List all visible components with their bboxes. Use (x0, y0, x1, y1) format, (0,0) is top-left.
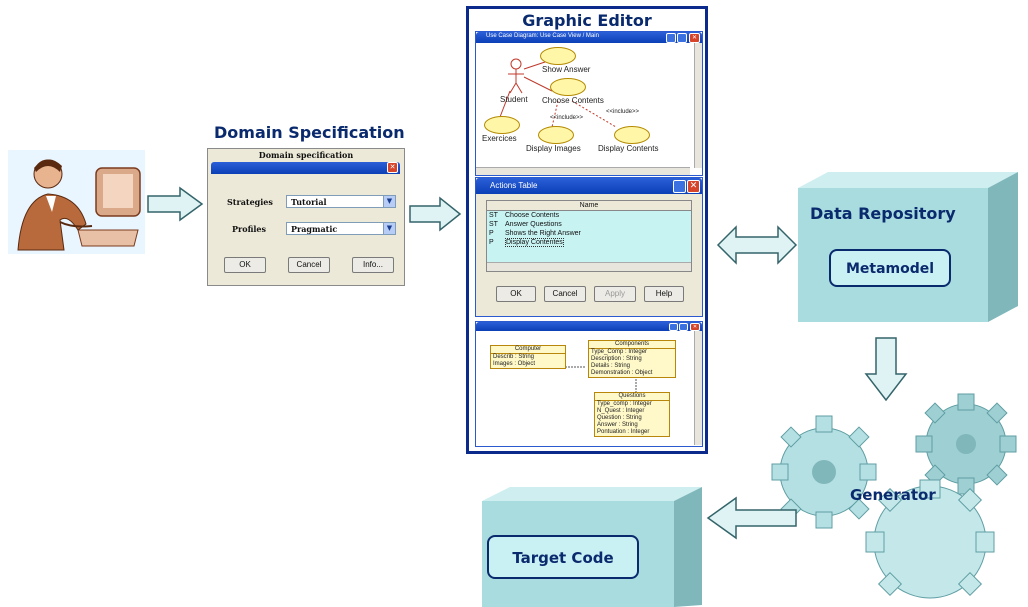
cancel-button[interactable]: Cancel (544, 286, 586, 302)
display-contents-label: Display Contents (598, 144, 659, 153)
chevron-down-icon[interactable]: ▼ (383, 196, 395, 207)
apply-button[interactable]: Apply (594, 286, 636, 302)
person-at-computer-icon (17, 159, 141, 251)
use-case-window: Use Case Diagram: Use Case View / Main ✕… (475, 31, 703, 176)
use-case-display-contents (614, 126, 650, 144)
student-label: Student (500, 95, 528, 104)
cancel-button[interactable]: Cancel (288, 257, 330, 273)
minimize-icon[interactable] (669, 323, 678, 331)
graphic-editor-panel: Graphic Editor Use Case Diagram: Use Cas… (466, 6, 708, 454)
generator-gears-icon (771, 393, 1017, 599)
minimize-icon[interactable] (666, 33, 676, 43)
info-button[interactable]: Info... (352, 257, 394, 273)
window-title: Use Case Diagram: Use Case View / Main (486, 33, 599, 39)
user-illustration (8, 150, 145, 254)
arrow-down (864, 337, 908, 402)
class-diagram-titlebar: ✕ (476, 322, 702, 331)
exercices-label: Exercices (482, 134, 517, 143)
help-icon[interactable] (673, 180, 686, 193)
chevron-down-icon[interactable]: ▼ (383, 223, 395, 234)
arrow-right-2 (409, 196, 462, 232)
choose-contents-label: Choose Contents (542, 96, 604, 105)
class-computer: Computer Describ : String Images : Objec… (490, 345, 566, 369)
data-repository-cube (798, 172, 1018, 322)
use-case-show-answer (540, 47, 576, 65)
target-code-box: Target Code (487, 535, 639, 579)
ok-button[interactable]: OK (496, 286, 536, 302)
horizontal-scrollbar[interactable] (476, 167, 690, 175)
use-case-exercices (484, 116, 520, 134)
arrow-right-1 (147, 186, 204, 222)
use-case-display-images (538, 126, 574, 144)
dialog-titlebar: ✕ (211, 162, 400, 174)
class-components: Components Type_Comp : Integer Descripti… (588, 340, 676, 378)
close-icon[interactable]: ✕ (687, 180, 700, 193)
generator-label: Generator (850, 486, 936, 504)
strategies-select[interactable]: Tutorial ▼ (286, 195, 396, 208)
include-label-2: <<include>> (606, 109, 640, 115)
ok-button[interactable]: OK (224, 257, 266, 273)
maximize-icon[interactable] (677, 33, 687, 43)
arrow-left (706, 496, 797, 540)
vertical-scrollbar[interactable] (694, 43, 702, 168)
data-repository-heading: Data Repository (810, 204, 956, 223)
actions-titlebar: Actions Table ✕ (476, 178, 702, 194)
column-header: Name (487, 201, 691, 211)
use-case-diagram (499, 58, 617, 128)
domain-spec-heading: Domain Specification (214, 123, 405, 142)
bidirectional-arrow (716, 225, 798, 265)
strategies-label: Strategies (227, 197, 273, 207)
close-icon[interactable]: ✕ (690, 323, 700, 331)
class-diagram-window: ✕ Computer Describ : String Images : Obj… (475, 321, 703, 447)
vertical-scrollbar[interactable] (694, 331, 702, 445)
close-icon[interactable]: ✕ (387, 162, 398, 173)
maximize-icon[interactable] (679, 323, 688, 331)
help-button[interactable]: Help (644, 286, 684, 302)
profiles-label: Profiles (232, 224, 267, 234)
horizontal-scrollbar[interactable] (487, 262, 691, 271)
metamodel-box: Metamodel (829, 249, 951, 287)
close-icon[interactable]: ✕ (689, 33, 700, 43)
display-images-label: Display Images (526, 144, 581, 153)
graphic-editor-heading: Graphic Editor (522, 11, 652, 30)
use-case-choose-contents (550, 78, 586, 96)
dialog-title: Domain specification (258, 150, 354, 160)
window-title: Actions Table (490, 181, 538, 190)
include-label-1: <<include>> (550, 115, 584, 121)
class-questions: Questions Type_comp : Integer N_Quest : … (594, 392, 670, 437)
profiles-select[interactable]: Pragmatic ▼ (286, 222, 396, 235)
class-associations (562, 366, 637, 393)
use-case-titlebar: Use Case Diagram: Use Case View / Main ✕ (476, 32, 702, 43)
domain-spec-dialog: Domain specification ✕ Strategies Tutori… (207, 148, 405, 286)
show-answer-label: Show Answer (542, 65, 591, 74)
